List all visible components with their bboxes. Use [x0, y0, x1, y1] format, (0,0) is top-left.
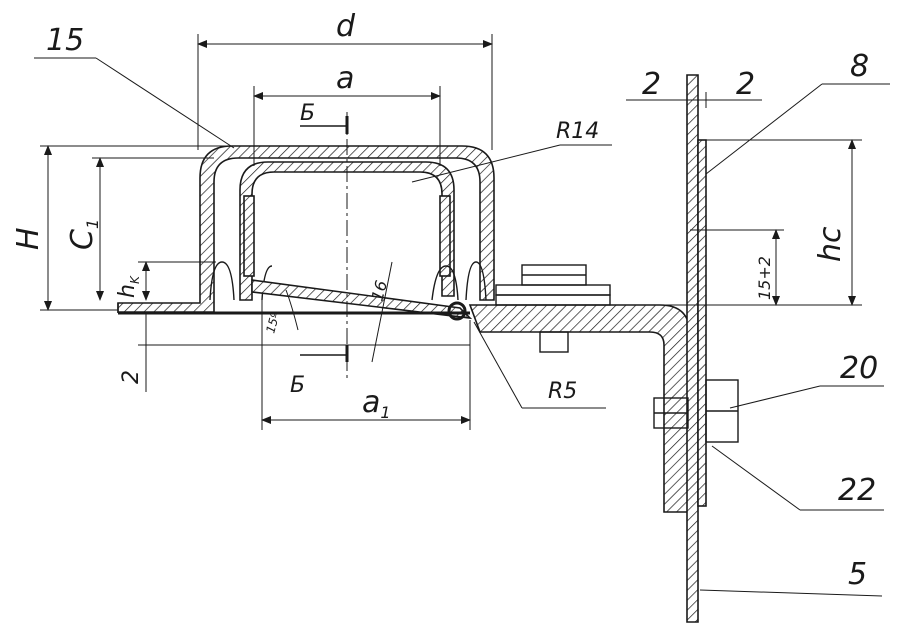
- label-r14: R14: [556, 119, 599, 144]
- callout-20: [729, 385, 884, 409]
- label-16: 16: [368, 278, 392, 303]
- label-15-2: 15+2: [755, 256, 774, 300]
- label-hk: hK: [115, 275, 142, 298]
- dim-a: [253, 86, 441, 166]
- base-plate: [117, 303, 470, 315]
- dim-C1: [92, 157, 214, 301]
- label-hc: hc: [813, 226, 848, 262]
- dim-15-2: [690, 229, 784, 306]
- callout-15: [34, 57, 235, 149]
- angle-marks: [285, 261, 393, 363]
- bolt-top: [495, 264, 611, 353]
- side-pads: [243, 195, 451, 277]
- label-d: d: [336, 9, 356, 44]
- callout-5: [699, 589, 883, 597]
- angle-bracket: [468, 304, 691, 513]
- r5-leader: [473, 321, 606, 409]
- vertical-plate: [686, 74, 707, 623]
- dim-2-bottom: [138, 312, 470, 392]
- bolt-bottom: [653, 379, 739, 443]
- section-marks: [300, 116, 349, 362]
- dim-a1: [261, 300, 471, 430]
- callout-22: [711, 445, 884, 511]
- dim-H: [40, 145, 232, 311]
- callout-5-label: 5: [848, 557, 867, 592]
- callout-22-label: 22: [838, 473, 876, 508]
- ribs: [209, 261, 487, 301]
- outer-hat-profile: [117, 145, 495, 313]
- callout-15-label: 15: [46, 23, 84, 58]
- label-section-top: Б: [300, 101, 315, 126]
- dim-2-2: [626, 92, 762, 108]
- label-2-left: 2: [642, 67, 661, 102]
- label-H: H: [11, 227, 46, 250]
- label-2-bottom: 2: [119, 370, 144, 384]
- label-section-bottom: Б: [290, 373, 305, 398]
- label-a1: a1: [362, 385, 391, 422]
- label-2-right: 2: [736, 67, 755, 102]
- inner-hat-profile: [239, 161, 455, 301]
- r14-leader: [411, 144, 612, 183]
- dim-hc: [610, 139, 862, 306]
- callout-8: [705, 83, 890, 175]
- dim-hk: [138, 261, 216, 301]
- callout-8-label: 8: [850, 49, 869, 84]
- label-a: a: [336, 61, 354, 96]
- sloped-plate: [251, 279, 473, 321]
- label-C1: C1: [65, 219, 102, 250]
- dim-d: [197, 34, 493, 150]
- label-r5: R5: [548, 379, 577, 404]
- callout-20-label: 20: [840, 351, 878, 386]
- label-angle: 15º: [263, 311, 282, 335]
